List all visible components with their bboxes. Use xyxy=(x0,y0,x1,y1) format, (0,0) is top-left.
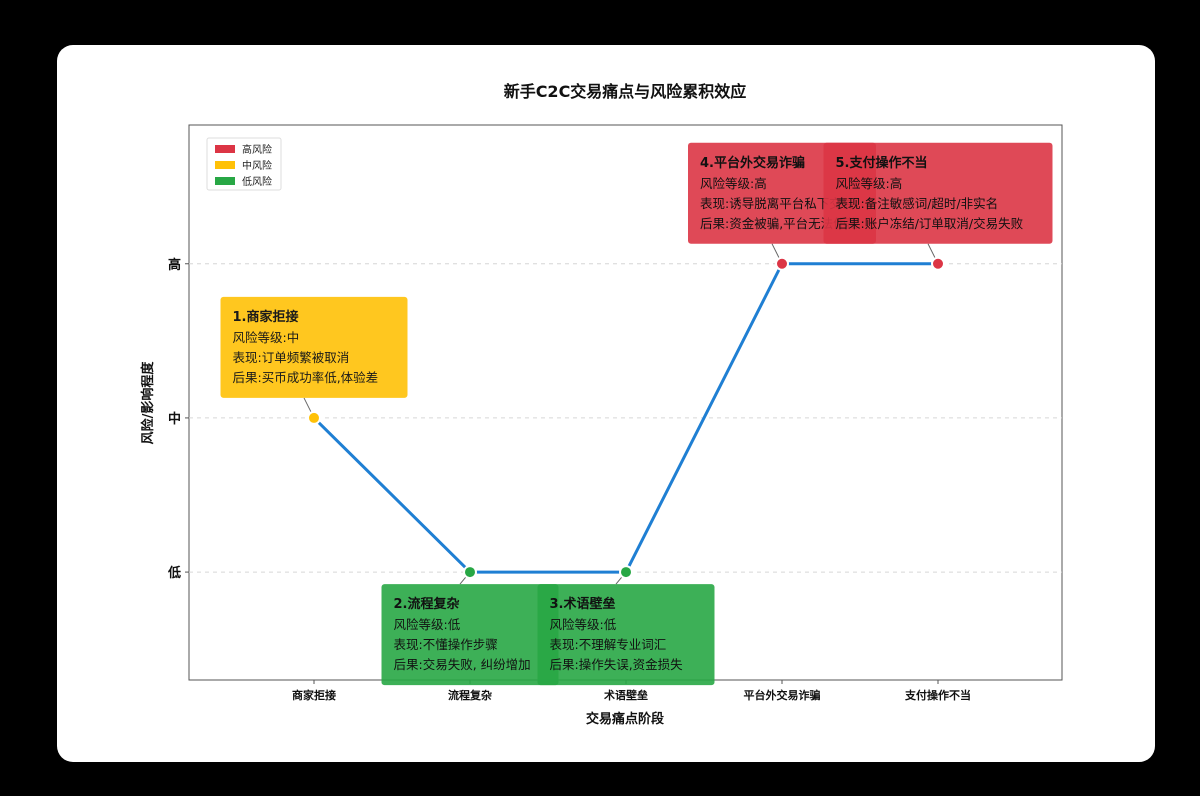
annotation-line: 表现:订单频繁被取消 xyxy=(233,350,350,365)
y-axis-label: 风险/影响程度 xyxy=(140,361,156,445)
x-tick-label: 平台外交易诈骗 xyxy=(744,688,821,702)
legend-swatch xyxy=(215,145,235,153)
annotation-line: 后果:操作失误,资金损失 xyxy=(550,657,684,672)
annotation-line: 风险等级:中 xyxy=(233,330,300,345)
x-axis-ticks: 商家拒接 流程复杂 术语壁垒 平台外交易诈骗 支付操作不当 xyxy=(292,680,971,702)
x-tick-label: 支付操作不当 xyxy=(904,688,971,702)
y-tick-label: 高 xyxy=(168,257,181,273)
legend-swatch xyxy=(215,177,235,185)
annotation-line: 表现:诱导脱离平台私下交易 xyxy=(700,196,854,211)
annotation-line: 后果:买币成功率低,体验差 xyxy=(233,370,379,385)
grid-layer xyxy=(189,263,1062,573)
annotation-line: 风险等级:高 xyxy=(836,176,903,191)
y-tick-label: 中 xyxy=(168,411,181,427)
x-tick-label: 流程复杂 xyxy=(448,688,492,702)
annotation-title: 2.流程复杂 xyxy=(394,596,460,612)
annotation-line: 风险等级:低 xyxy=(394,617,461,632)
annotation-title: 5.支付操作不当 xyxy=(836,155,928,171)
annotation-line: 风险等级:低 xyxy=(550,617,617,632)
y-tick-label: 低 xyxy=(167,565,181,581)
annotation-box xyxy=(220,296,408,398)
annotation-title: 4.平台外交易诈骗 xyxy=(700,155,805,171)
annotation-box xyxy=(381,584,559,686)
y-axis-ticks: 低中高 xyxy=(167,257,189,581)
data-point-layer xyxy=(307,256,945,580)
data-point xyxy=(307,410,321,425)
legend-label: 高风险 xyxy=(242,143,272,156)
annotation-line: 表现:不懂操作步骤 xyxy=(394,637,498,652)
annotation-line: 后果:资金被骗,平台无法仲裁 xyxy=(700,216,858,231)
x-tick-label: 术语壁垒 xyxy=(603,688,648,702)
risk-line-chart: 新手C2C交易痛点与风险累积效应 低 中 高 商家拒接 流程复杂 术语壁垒 平台外交易诈骗… xyxy=(140,82,1063,727)
x-axis-label: 交易痛点阶段 xyxy=(586,711,664,727)
legend-label: 低风险 xyxy=(242,175,272,188)
chart-title: 新手C2C交易痛点与风险累积效应 xyxy=(504,82,747,101)
data-point xyxy=(619,565,633,580)
legend-swatch xyxy=(215,161,235,169)
annotation-line: 表现:备注敏感词/超时/非实名 xyxy=(836,196,999,211)
annotation-line: 后果:账户冻结/订单取消/交易失败 xyxy=(836,216,1024,231)
legend-label: 中风险 xyxy=(242,159,272,172)
annotation-box xyxy=(823,142,1053,244)
annotation-title: 1.商家拒接 xyxy=(233,309,299,325)
annotation-title: 3.术语壁垒 xyxy=(550,596,616,612)
annotation-box xyxy=(537,584,715,686)
data-point xyxy=(463,565,477,580)
chart-card: 新手C2C交易痛点与风险累积效应 低 中 高 商家拒接 流程复杂 术语壁垒 平台外交易诈骗… xyxy=(57,45,1155,762)
data-point xyxy=(775,256,789,271)
annotation-line: 风险等级:高 xyxy=(700,176,767,191)
annotation-line: 后果:交易失败, 纠纷增加 xyxy=(394,657,531,672)
annotation-line: 表现:不理解专业词汇 xyxy=(550,637,667,652)
x-tick-label: 商家拒接 xyxy=(292,688,336,702)
data-point xyxy=(931,256,945,271)
